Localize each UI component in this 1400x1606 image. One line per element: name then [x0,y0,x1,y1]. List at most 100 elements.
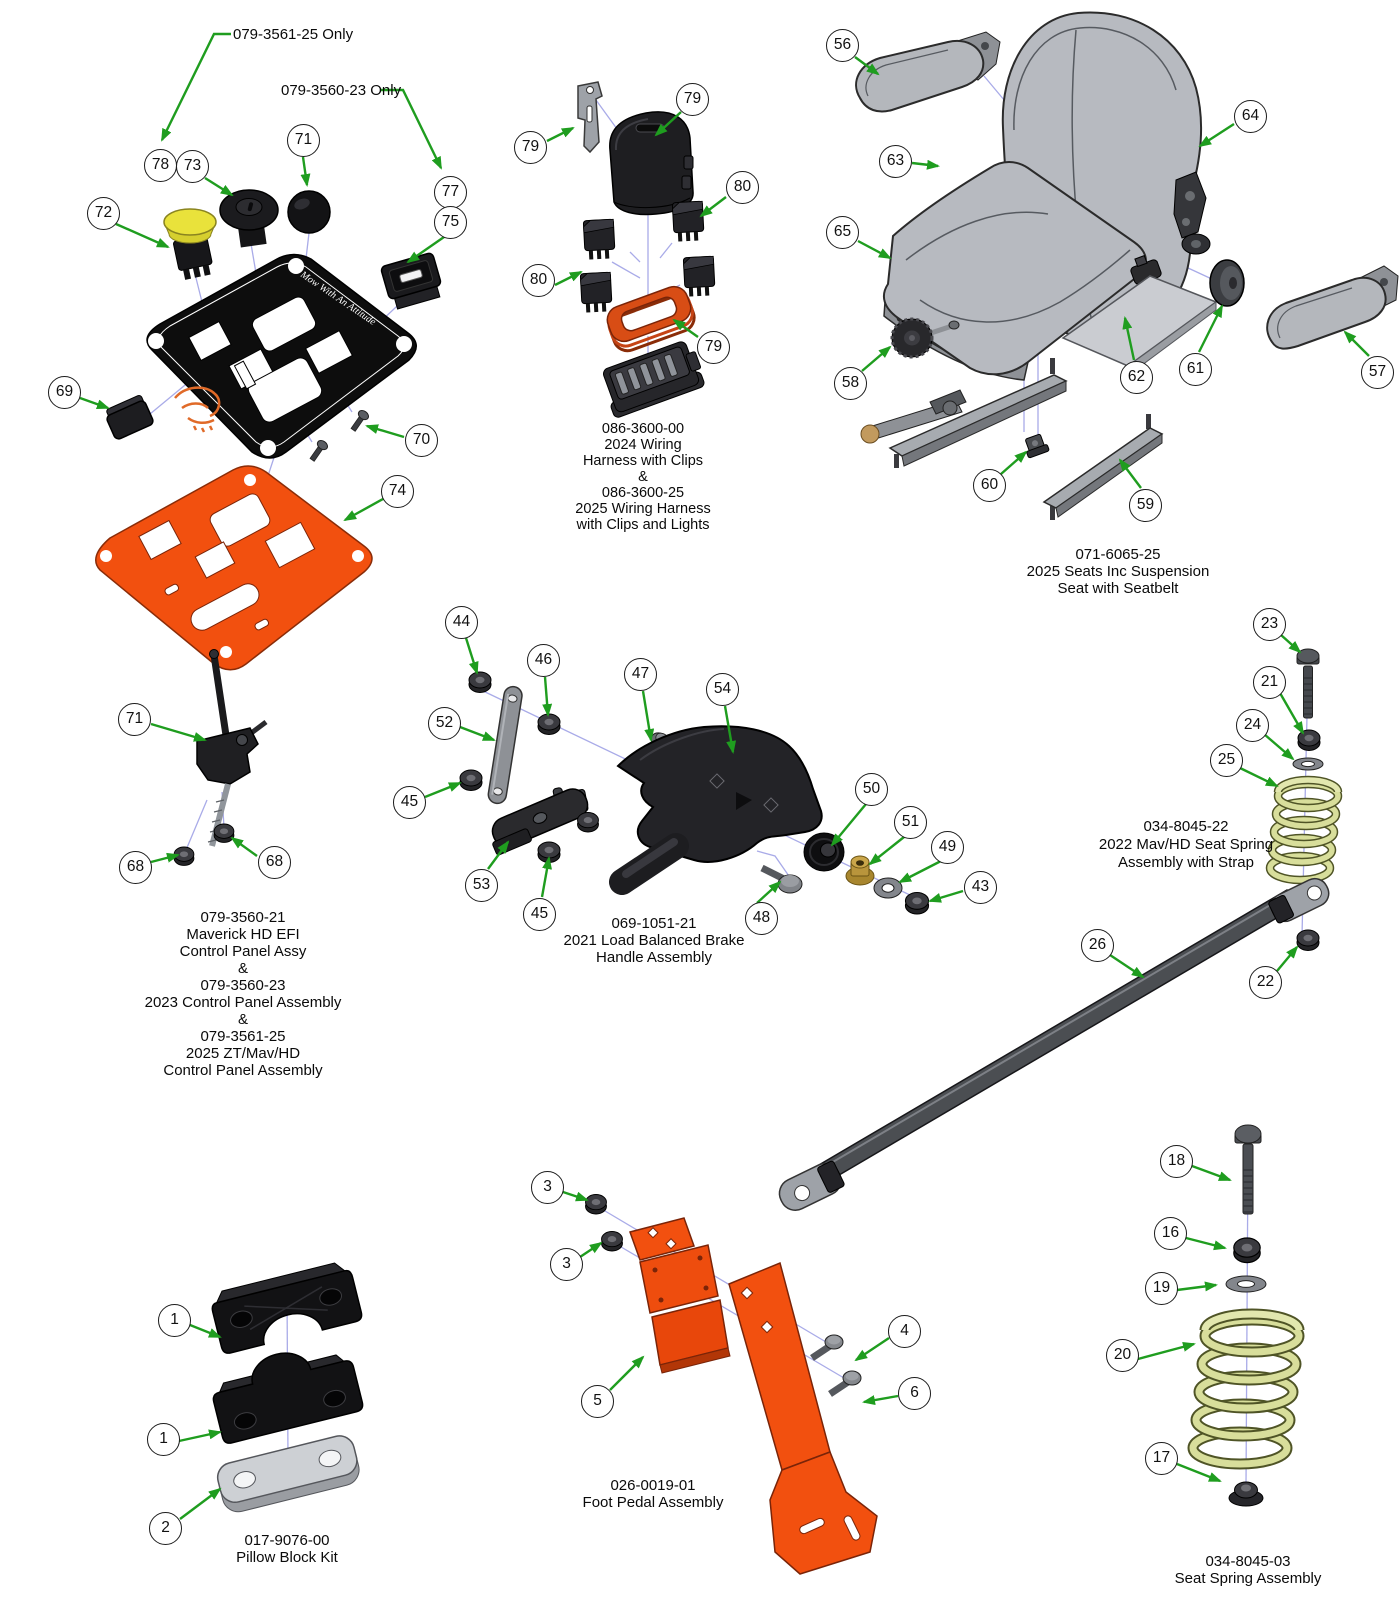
callout-1: 1 [158,1304,191,1337]
callout-23: 23 [1253,608,1286,641]
callout-64: 64 [1234,100,1267,133]
callout-45: 45 [393,786,426,819]
flange-nut [601,1231,623,1252]
rocker-switch [380,252,442,310]
callout-79: 79 [697,331,730,364]
callout-59: 59 [1129,489,1162,522]
callout-46: 46 [527,644,560,677]
carriage-bolt [760,864,803,894]
hex-nut [904,891,930,915]
callout-25: 25 [1210,744,1243,777]
callout-71: 71 [287,124,320,157]
rail-clamp [1025,433,1050,459]
yellow-button [163,208,217,280]
callout-74: 74 [381,475,414,508]
callout-63: 63 [879,145,912,178]
callout-51: 51 [894,806,927,839]
ignition-knob [219,189,279,248]
adjuster-knob [890,317,960,359]
callout-52: 52 [428,707,461,740]
callout-58: 58 [834,367,867,400]
callout-4: 4 [888,1315,921,1348]
callout-68: 68 [258,846,291,879]
blank-plug [106,394,154,440]
brass-bushing [845,855,875,886]
flat-washer-upper [1292,757,1324,771]
spring-bolt-lower [1234,1124,1262,1215]
callout-60: 60 [973,469,1006,502]
slide-rail-upper [860,358,1068,468]
callout-73: 73 [176,150,209,183]
callout-75: 75 [434,206,467,239]
callout-44: 44 [445,606,478,639]
callout-79: 79 [676,83,709,116]
callout-21: 21 [1253,666,1286,699]
control-panel-orange [95,465,373,671]
hex-nut [1296,929,1320,951]
callout-1: 1 [147,1423,180,1456]
brake-handle [609,725,823,895]
callout-65: 65 [826,216,859,249]
callout-62: 62 [1120,361,1153,394]
spring-flange-nut [1228,1481,1264,1507]
pedal-bracket [728,1261,878,1575]
pillow-plate [216,1435,360,1513]
callout-54: 54 [706,673,739,706]
brake-grip [609,833,689,895]
relay [682,255,716,298]
callout-53: 53 [465,869,498,902]
armrest-right [1266,265,1399,350]
hex-nut [1233,1237,1261,1264]
callout-80: 80 [522,264,555,297]
callout-50: 50 [855,773,888,806]
callout-72: 72 [87,197,120,230]
callout-16: 16 [1154,1217,1187,1250]
fuse-gasket [606,285,696,353]
callout-69: 69 [48,376,81,409]
callout-49: 49 [931,831,964,864]
callout-17: 17 [1145,1442,1178,1475]
callout-61: 61 [1179,353,1212,386]
carriage-bolts [810,1334,862,1397]
pedal-pad [629,1217,731,1374]
lock-nut [213,823,235,843]
annotation-3561-only: 079-3561-25 Only [233,26,354,43]
callout-57: 57 [1361,356,1394,389]
callout-78: 78 [144,149,177,182]
flange-nut [459,769,483,791]
pivot-cap [1209,259,1245,307]
slide-rail-lower [1042,414,1164,520]
pivot-link [487,685,523,805]
annotation-3560-only: 079-3560-23 Only [281,82,402,99]
control-panel-black: Mow With An Attitude [146,253,417,459]
callout-70: 70 [405,424,438,457]
armrest-left [855,31,1001,113]
flange-nut [468,671,492,693]
hex-nut [1297,729,1321,751]
callout-24: 24 [1236,709,1269,742]
flange-nut [585,1194,607,1215]
mount-screws [309,410,369,462]
callout-18: 18 [1160,1145,1193,1178]
control-lever [196,649,268,847]
callout-19: 19 [1145,1272,1178,1305]
callout-45: 45 [523,898,556,931]
pillow-block-lower [212,1352,364,1444]
flat-washer-lower [1225,1275,1267,1293]
flat-washer [873,877,903,899]
seat-strap [778,877,1330,1211]
callout-77: 77 [434,176,467,209]
seat-spring-lower [1187,1308,1305,1470]
callout-47: 47 [624,658,657,691]
callout-3: 3 [531,1171,564,1204]
fuse-cover [609,111,694,216]
callout-2: 2 [149,1512,182,1545]
seat-spring-upper [1265,775,1343,885]
callout-80: 80 [726,171,759,204]
